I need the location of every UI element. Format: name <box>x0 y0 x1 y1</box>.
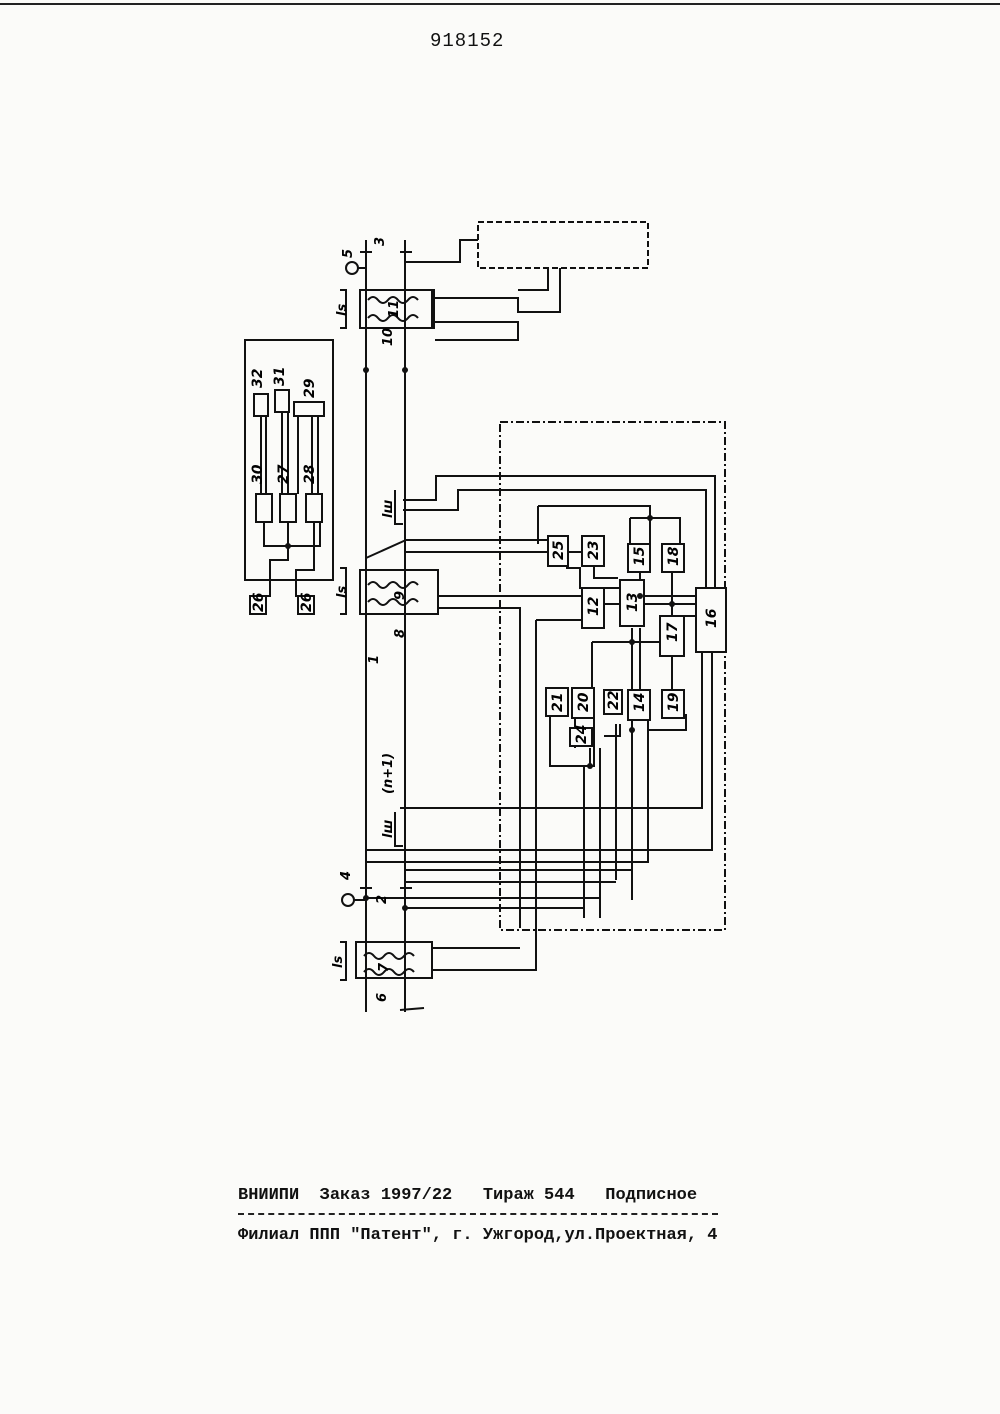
block-frame-10 <box>432 290 434 328</box>
block-27 <box>280 494 296 522</box>
label-block-26b: 26 <box>299 592 315 612</box>
label-lsh-lower: lш <box>381 820 396 838</box>
imprint-line-2: Филиал ППП "Патент", г. Ужгород,ул.Проек… <box>238 1226 717 1245</box>
label-block-19: 19 <box>666 692 682 712</box>
label-line-6: 6 <box>375 993 390 1002</box>
label-line-5: 5 <box>341 249 356 258</box>
label-block-26a: 26 <box>251 592 267 612</box>
label-block-22: 22 <box>606 691 622 710</box>
label-line-1: 1 <box>367 655 382 664</box>
label-line-2: 2 <box>375 895 390 904</box>
label-block-13: 13 <box>625 593 641 612</box>
label-block-25: 25 <box>551 540 567 560</box>
label-block-27: 27 <box>276 464 292 484</box>
label-n-plus-1: (n+1) <box>381 753 396 794</box>
label-ls-bottom: ls <box>331 956 346 968</box>
label-line-11: 11 <box>387 300 402 318</box>
label-block-23: 23 <box>586 541 602 560</box>
block-30 <box>294 402 324 416</box>
label-block-24: 24 <box>574 725 590 744</box>
control-unit-frame <box>500 422 725 930</box>
label-ls-top: ls <box>335 304 350 316</box>
block-28 <box>306 494 322 522</box>
label-line-9: 9 <box>393 591 408 600</box>
label-block-31: 31 <box>272 367 288 386</box>
top-right-block <box>478 222 648 268</box>
block-32 <box>254 394 268 416</box>
label-block-28: 28 <box>302 464 318 484</box>
label-line-3: 3 <box>373 237 388 246</box>
label-block-21: 21 <box>550 693 566 712</box>
block-29 <box>256 494 272 522</box>
label-block-16: 16 <box>704 608 720 628</box>
label-block-29: 30 <box>250 464 266 484</box>
label-block-14: 14 <box>632 693 648 712</box>
label-block-20: 20 <box>576 692 592 712</box>
imprint-line-1: ВНИИПИ Заказ 1997/22 Тираж 544 Подписное <box>238 1186 697 1205</box>
imprint-divider <box>238 1213 718 1215</box>
label-line-7: 7 <box>377 962 392 972</box>
label-block-12: 12 <box>586 597 602 616</box>
label-ls-middle: ls <box>335 586 350 598</box>
block-31 <box>275 390 289 412</box>
label-block-18: 18 <box>666 546 682 566</box>
label-block-15: 15 <box>632 546 648 566</box>
label-lsh-upper: lш <box>381 500 396 518</box>
label-line-8: 8 <box>393 629 408 638</box>
label-block-30: 29 <box>302 378 318 398</box>
label-line-4: 4 <box>339 871 354 881</box>
label-line-10: 10 <box>381 328 396 346</box>
label-block-17: 17 <box>665 622 681 642</box>
label-block-32: 32 <box>250 369 266 388</box>
